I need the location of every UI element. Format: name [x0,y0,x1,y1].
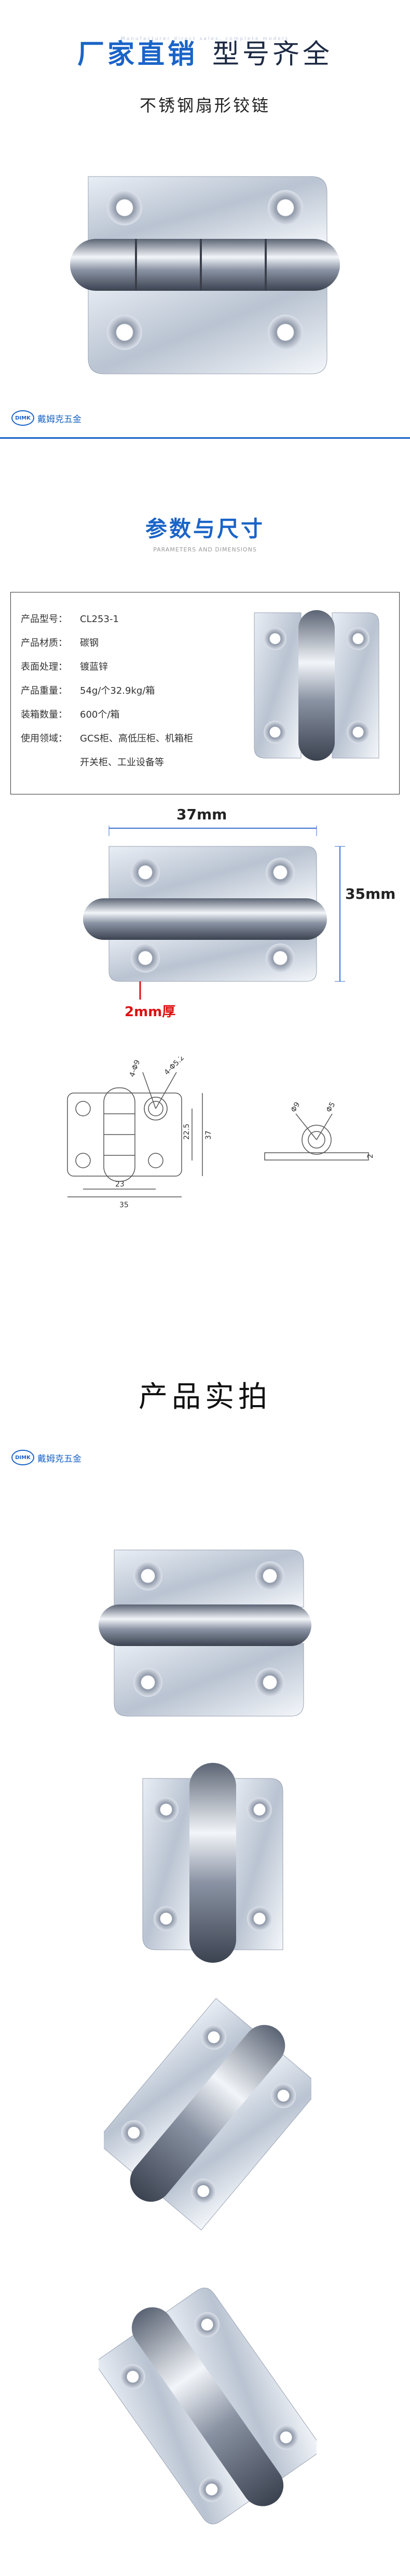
param-value: 54g/个32.9kg/箱 [80,685,155,696]
label-4phi9: 4-Φ9 [128,1059,142,1078]
brand-logo: DIMK [11,1450,34,1465]
hero-title: 厂家直销型号齐全 [0,32,410,71]
param-label: 装箱数量： [21,709,67,720]
param-value: 600个/箱 [80,709,120,720]
param-label: 表面处理： [21,662,67,672]
label-37: 37 [204,1130,213,1140]
label-4phi5: 4-Φ5.2 [163,1057,186,1077]
label-phi9: Φ9 [290,1101,302,1114]
hero-title-blue: 厂家直销 [77,39,198,70]
divider-line [0,437,410,439]
label-23: 23 [115,1180,125,1189]
hero-title-en: Manufacturer direct sales, complete mode… [120,36,289,42]
brand-name: 戴姆克五金 [37,1453,81,1464]
dim-thickness: 2mm厚 [125,1004,176,1020]
hinge-photo-front [99,1549,311,1717]
technical-drawing: 4-Φ9 4-Φ5.2 22.5 37 23 35 Φ9 Φ5 2 [67,1057,375,1209]
param-row: 开关柜、工业设备等 [21,751,193,775]
param-row: 产品材质： 碳钢 [21,631,193,655]
params-title-en: PARAMETERS AND DIMENSIONS [153,546,257,553]
brand-mark: DIMK 戴姆克五金 [11,410,81,426]
hero-subtitle: 不锈钢扇形铰链 [139,96,270,115]
param-value: 碳钢 [80,638,99,649]
hinge-photo-param [254,610,379,761]
param-row: 装箱数量： 600个/箱 [21,703,193,727]
brand-logo: DIMK [11,410,34,426]
hinge-photo-main [70,176,340,374]
dimension-lines [83,826,345,1000]
dim-width: 37mm [176,806,227,823]
label-phi5: Φ5 [325,1101,337,1114]
param-row: 产品重量： 54g/个32.9kg/箱 [21,679,193,703]
param-row: 产品型号： CL253-1 [21,608,193,631]
label-2: 2 [366,1154,375,1158]
brand-name: 戴姆克五金 [37,414,81,425]
param-row: 使用领域： GCS柜、高低压柜、机箱柜 [21,727,193,751]
param-value: CL253-1 [80,614,119,625]
param-value: 镀蓝锌 [80,662,108,672]
param-value: GCS柜、高低压柜、机箱柜 [80,733,193,744]
param-label: 产品材质： [21,638,67,649]
params-box [10,592,400,794]
param-label: 产品重量： [21,685,67,696]
hinge-photo-vertical [142,1763,283,1963]
param-label: 使用领域： [21,733,67,744]
real-photos-title: 产品实拍 [139,1380,271,1414]
params-list: 产品型号： CL253-1 产品材质： 碳钢 表面处理： 镀蓝锌 产品重量： 54g/个… [21,608,193,775]
params-title: 参数与尺寸 [145,516,265,542]
label-35: 35 [119,1201,129,1209]
brand-mark-2: DIMK 戴姆克五金 [11,1450,81,1465]
hero-section: Manufacturer direct sales, complete mode… [0,0,410,436]
param-value: 开关柜、工业设备等 [80,757,164,768]
hinge-photo-angled-2 [99,2287,317,2525]
param-row: 表面处理： 镀蓝锌 [21,655,193,679]
hinge-photo-angled-1 [104,1998,311,2231]
hero-title-dark: 型号齐全 [212,39,333,70]
dim-height: 35mm [345,885,396,902]
param-label [21,751,80,775]
param-label: 产品型号： [21,614,67,625]
label-22-5: 22.5 [183,1124,191,1140]
